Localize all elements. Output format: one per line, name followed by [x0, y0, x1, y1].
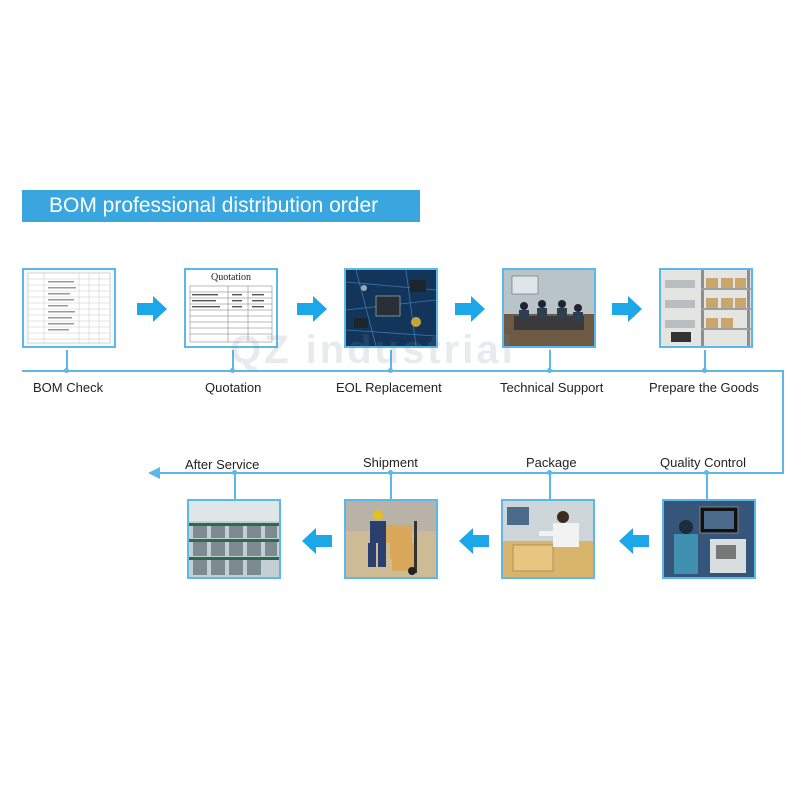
connector-dot [547, 470, 552, 475]
connector-dot [230, 368, 235, 373]
connector [549, 350, 551, 371]
shipment-image [344, 499, 438, 579]
page-title-banner: BOM professional distribution order [22, 190, 420, 222]
arrow-left-icon [302, 528, 332, 554]
connector-dot [704, 470, 709, 475]
arrow-right-icon [297, 296, 327, 322]
arrow-left-icon [619, 528, 649, 554]
connector-dot [388, 470, 393, 475]
connector [390, 472, 392, 500]
connector [549, 472, 551, 500]
prepare-goods-image [659, 268, 753, 348]
step-label-eol-replacement: EOL Replacement [336, 380, 442, 395]
package-image [501, 499, 595, 579]
connector [66, 350, 68, 371]
arrow-left-icon [459, 528, 489, 554]
flow-line-arrowhead-icon [148, 467, 160, 479]
watermark-text: QZ industrial [230, 328, 516, 372]
arrow-right-icon [612, 296, 642, 322]
connector-dot [388, 368, 393, 373]
quality-control-image [662, 499, 756, 579]
connector [232, 350, 234, 371]
arrow-right-icon [455, 296, 485, 322]
step-label-bom-check: BOM Check [33, 380, 104, 395]
connector [706, 472, 708, 500]
connector [390, 350, 392, 371]
step-label-package: Package [526, 455, 577, 470]
connector-dot [232, 470, 237, 475]
connector-dot [64, 368, 69, 373]
quotation-doc-title: Quotation [211, 272, 251, 283]
step-label-shipment: Shipment [363, 455, 418, 470]
eol-replacement-image [344, 268, 438, 348]
bom-check-image [22, 268, 116, 348]
flow-line-bottom [158, 472, 784, 474]
flow-line-right [782, 370, 784, 474]
technical-support-image [502, 268, 596, 348]
step-label-quality-control: Quality Control [660, 455, 746, 470]
arrow-right-icon [137, 296, 167, 322]
flow-line-top [22, 370, 784, 372]
connector [234, 472, 236, 500]
connector-dot [702, 368, 707, 373]
quotation-image: Quotation [184, 268, 278, 348]
connector-dot [547, 368, 552, 373]
step-label-prepare-goods: Prepare the Goods [649, 380, 759, 395]
step-label-quotation: Quotation [205, 380, 262, 395]
connector [704, 350, 706, 371]
after-service-image [187, 499, 281, 579]
step-label-technical-support: Technical Support [500, 380, 604, 395]
step-label-after-service: After Service [185, 457, 260, 472]
